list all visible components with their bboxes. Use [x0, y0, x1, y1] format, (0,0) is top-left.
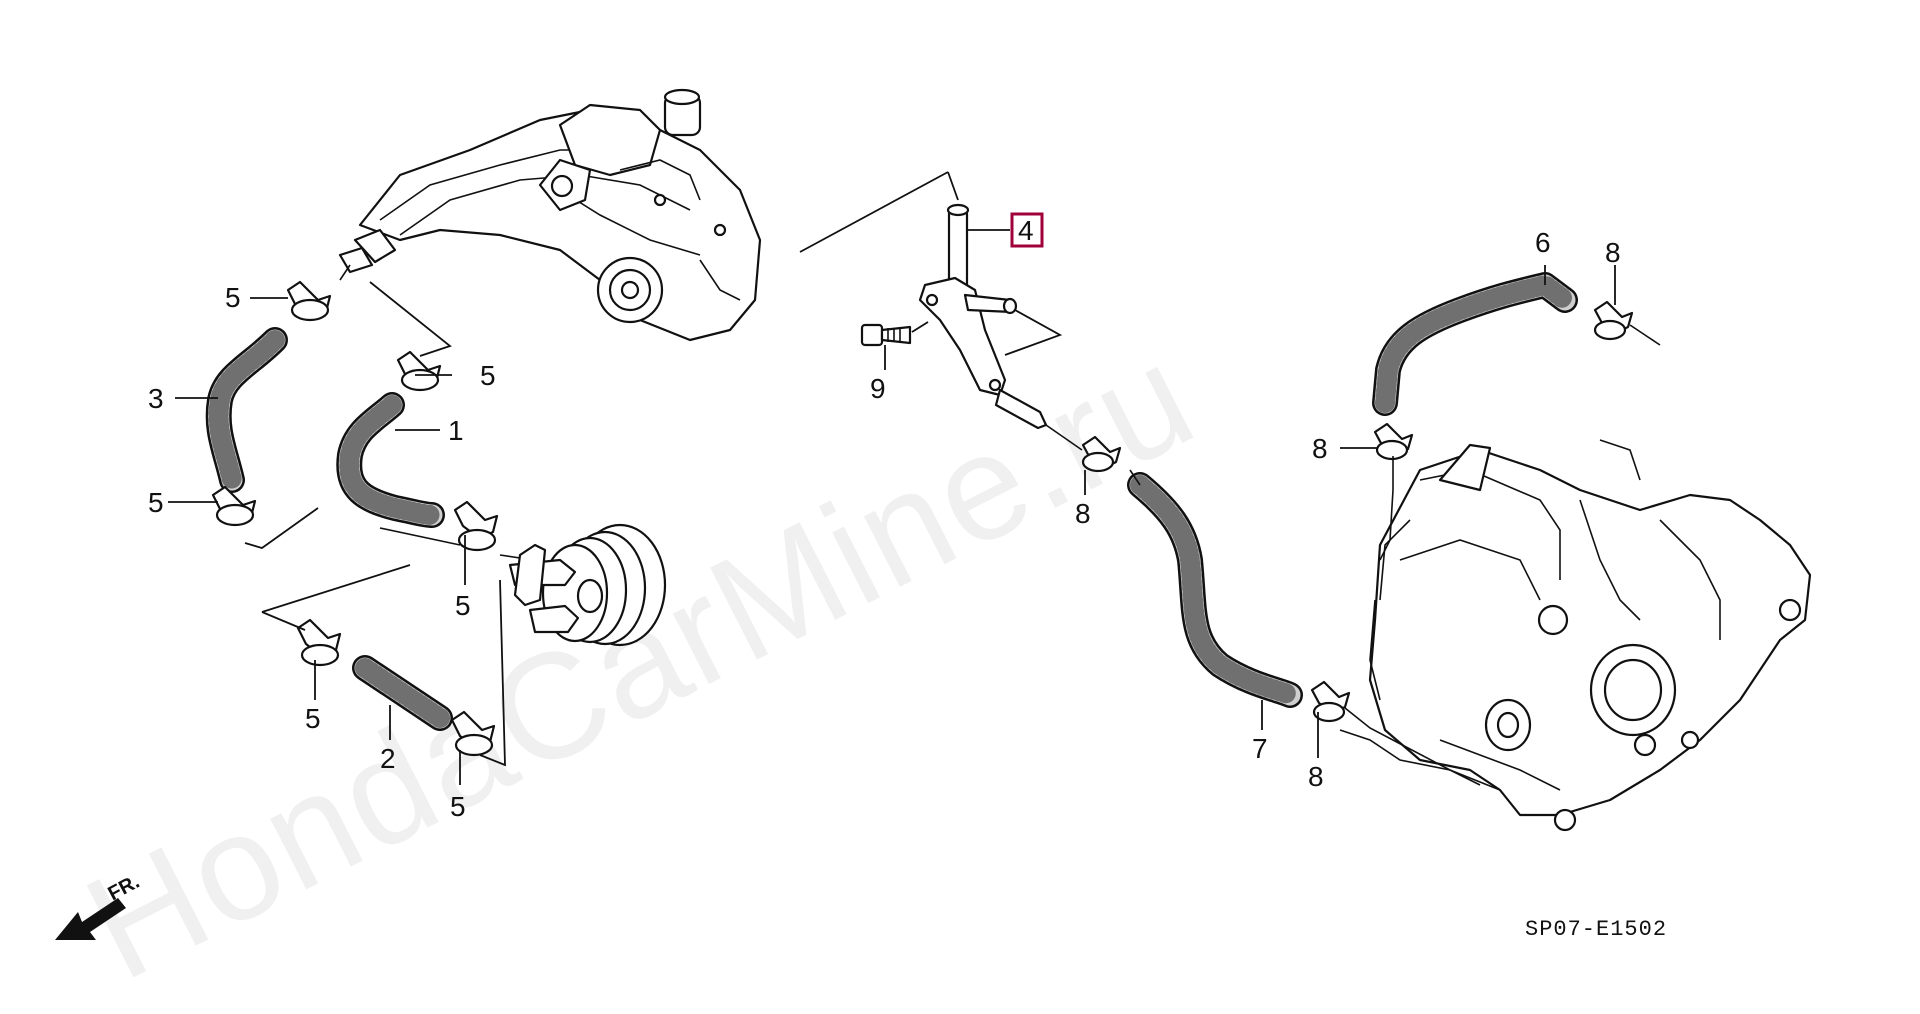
clamp-5-c [211, 485, 257, 527]
clamp-5-d [453, 500, 499, 552]
callout-9: 9 [870, 373, 886, 404]
pulley-oil-cooler [508, 523, 667, 647]
callout-5: 5 [480, 360, 496, 391]
connector-lines [339, 264, 1661, 786]
callout-8: 8 [1312, 433, 1328, 464]
clamp-5-e [296, 618, 342, 667]
clamp-8-b [1593, 300, 1634, 341]
front-direction-arrow-icon [55, 898, 126, 940]
callout-8: 8 [1075, 498, 1091, 529]
callout-5: 5 [455, 590, 471, 621]
callout-4: 4 [1018, 215, 1034, 246]
parts-diagram: 5 5 3 5 1 5 5 2 5 9 8 6 8 8 7 8 4 [55, 88, 1812, 940]
clamp-8-c [1373, 422, 1414, 461]
transfer-case [1339, 439, 1812, 832]
clamp-5-f [450, 710, 496, 757]
hose-2 [352, 655, 453, 731]
clamp-8-d [1310, 680, 1351, 723]
clamp-5-b [396, 350, 442, 392]
callout-5: 5 [225, 282, 241, 313]
callout-5: 5 [305, 703, 321, 734]
bolt-9 [860, 323, 912, 347]
hose-1 [336, 392, 445, 528]
callout-8: 8 [1308, 761, 1324, 792]
callout-4-highlight[interactable]: 4 [1010, 212, 1044, 248]
callout-1: 1 [448, 415, 464, 446]
water-pump-housing [338, 88, 762, 342]
callout-2: 2 [380, 743, 396, 774]
callout-6: 6 [1535, 227, 1551, 258]
callout-5: 5 [450, 791, 466, 822]
callout-7: 7 [1252, 733, 1268, 764]
water-pipe-4 [918, 203, 1048, 430]
guide-lines [244, 171, 1063, 767]
callout-3: 3 [148, 383, 164, 414]
callout-leaders [168, 229, 1616, 785]
hose-7 [1127, 472, 1303, 708]
hose-6 [1372, 272, 1578, 416]
hose-3 [205, 327, 288, 493]
clamp-5-a [286, 280, 332, 322]
diagram-code: SP07-E1502 [1525, 917, 1668, 942]
clamp-8-a [1081, 435, 1122, 473]
callouts: 5 5 3 5 1 5 5 2 5 9 8 6 8 8 7 8 [148, 227, 1621, 822]
callout-5: 5 [148, 487, 164, 518]
callout-8: 8 [1605, 237, 1621, 268]
